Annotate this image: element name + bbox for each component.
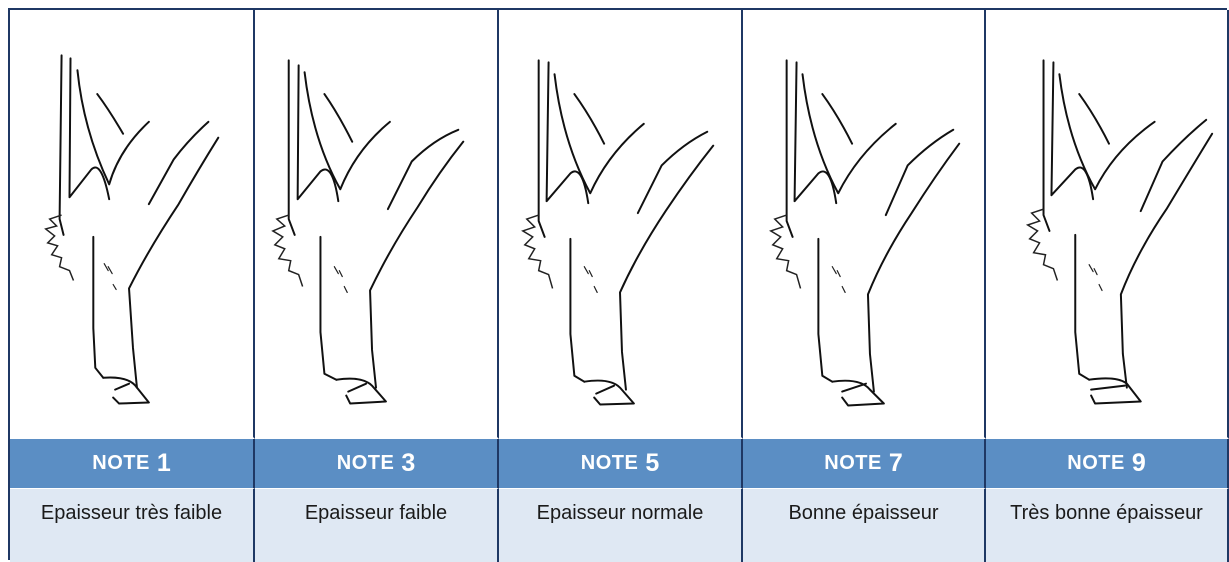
leg-sketch-icon — [986, 10, 1227, 437]
leg-sketch-note-5 — [499, 10, 743, 439]
note-header-7: NOTE 7 — [743, 439, 986, 489]
description-text: Epaisseur normale — [520, 498, 720, 528]
leg-sketch-icon — [499, 10, 741, 437]
description-text: Très bonne épaisseur — [1007, 498, 1207, 528]
description-text: Epaisseur faible — [276, 498, 476, 528]
note-header-3: NOTE 3 — [255, 439, 499, 489]
note-value: 5 — [645, 449, 659, 478]
note-label: NOTE — [581, 452, 639, 475]
note-header-5: NOTE 5 — [499, 439, 743, 489]
note-header-9: NOTE 9 — [986, 439, 1229, 489]
description-3: Epaisseur faible — [255, 489, 499, 562]
note-label: NOTE — [337, 452, 395, 475]
note-value: 7 — [889, 449, 903, 478]
leg-sketch-note-3 — [255, 10, 499, 439]
leg-thickness-scale-table: NOTE 1 NOTE 3 NOTE 5 NOTE 7 NOTE 9 Epais… — [8, 8, 1227, 560]
note-value: 9 — [1132, 449, 1146, 478]
note-label: NOTE — [1067, 452, 1125, 475]
note-label: NOTE — [824, 452, 882, 475]
note-value: 3 — [401, 449, 415, 478]
description-text: Epaisseur très faible — [32, 498, 232, 528]
leg-sketch-note-9 — [986, 10, 1229, 439]
leg-sketch-icon — [743, 10, 984, 437]
description-text: Bonne épaisseur — [764, 498, 964, 528]
description-1: Epaisseur très faible — [10, 489, 255, 562]
note-value: 1 — [157, 449, 171, 478]
note-header-1: NOTE 1 — [10, 439, 255, 489]
description-9: Très bonne épaisseur — [986, 489, 1229, 562]
leg-sketch-note-1 — [10, 10, 255, 439]
leg-sketch-icon — [255, 10, 497, 437]
description-7: Bonne épaisseur — [743, 489, 986, 562]
note-label: NOTE — [92, 452, 150, 475]
leg-sketch-icon — [10, 10, 253, 437]
description-5: Epaisseur normale — [499, 489, 743, 562]
leg-sketch-note-7 — [743, 10, 986, 439]
